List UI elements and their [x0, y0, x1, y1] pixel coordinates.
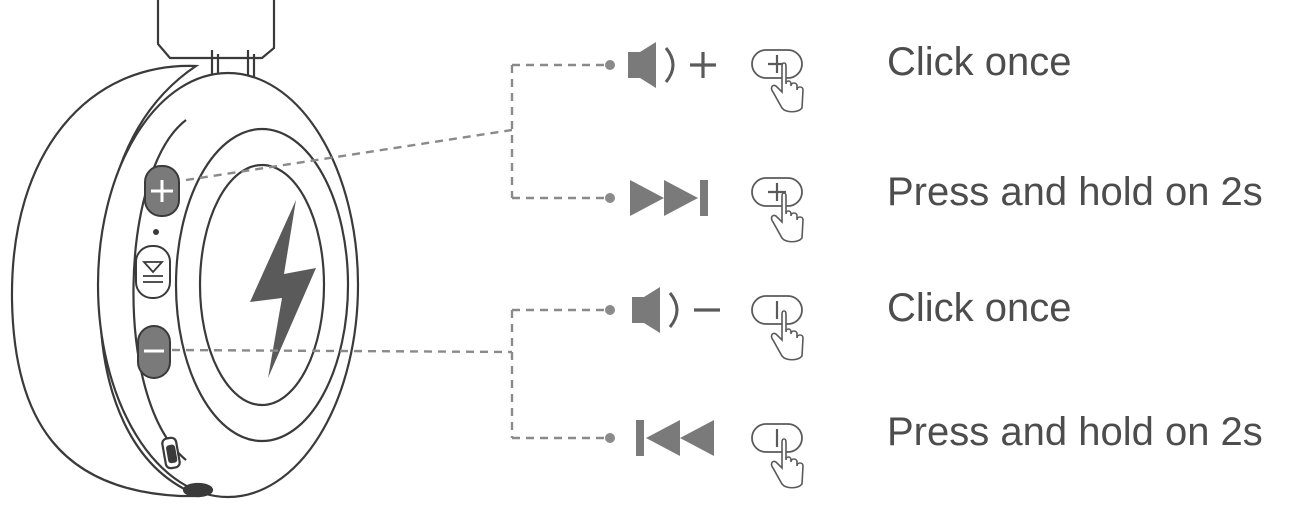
previous-track-icon — [636, 420, 714, 456]
tap-finger-icon — [770, 192, 804, 243]
volume-up-icon — [628, 42, 716, 88]
leader-lines — [171, 63, 606, 440]
earcup-play-button — [135, 245, 171, 299]
label-volume-up: Click once — [887, 40, 1072, 84]
earcup-face-inner — [198, 163, 326, 407]
earcup-plus-button — [144, 165, 180, 217]
indicator-dot — [153, 229, 159, 235]
minus-button-icon — [751, 423, 803, 453]
tap-finger-icon — [770, 310, 804, 361]
leader-dots — [605, 60, 615, 443]
label-previous-track: Press and hold on 2s — [887, 410, 1263, 454]
label-next-track: Press and hold on 2s — [887, 170, 1263, 214]
earcup-minus-button — [137, 325, 171, 379]
tap-finger-icon — [770, 438, 804, 489]
lightning-logo — [250, 200, 316, 378]
headband-stem — [156, 0, 276, 60]
plus-button-icon — [751, 177, 803, 207]
volume-down-icon — [632, 287, 720, 333]
tap-finger-icon — [770, 62, 804, 113]
minus-button-icon — [751, 295, 803, 325]
label-volume-down: Click once — [887, 286, 1072, 330]
next-track-icon — [630, 180, 708, 216]
plus-button-icon — [751, 49, 803, 79]
headphone-earcup — [10, 0, 360, 499]
audio-jack — [182, 482, 214, 498]
